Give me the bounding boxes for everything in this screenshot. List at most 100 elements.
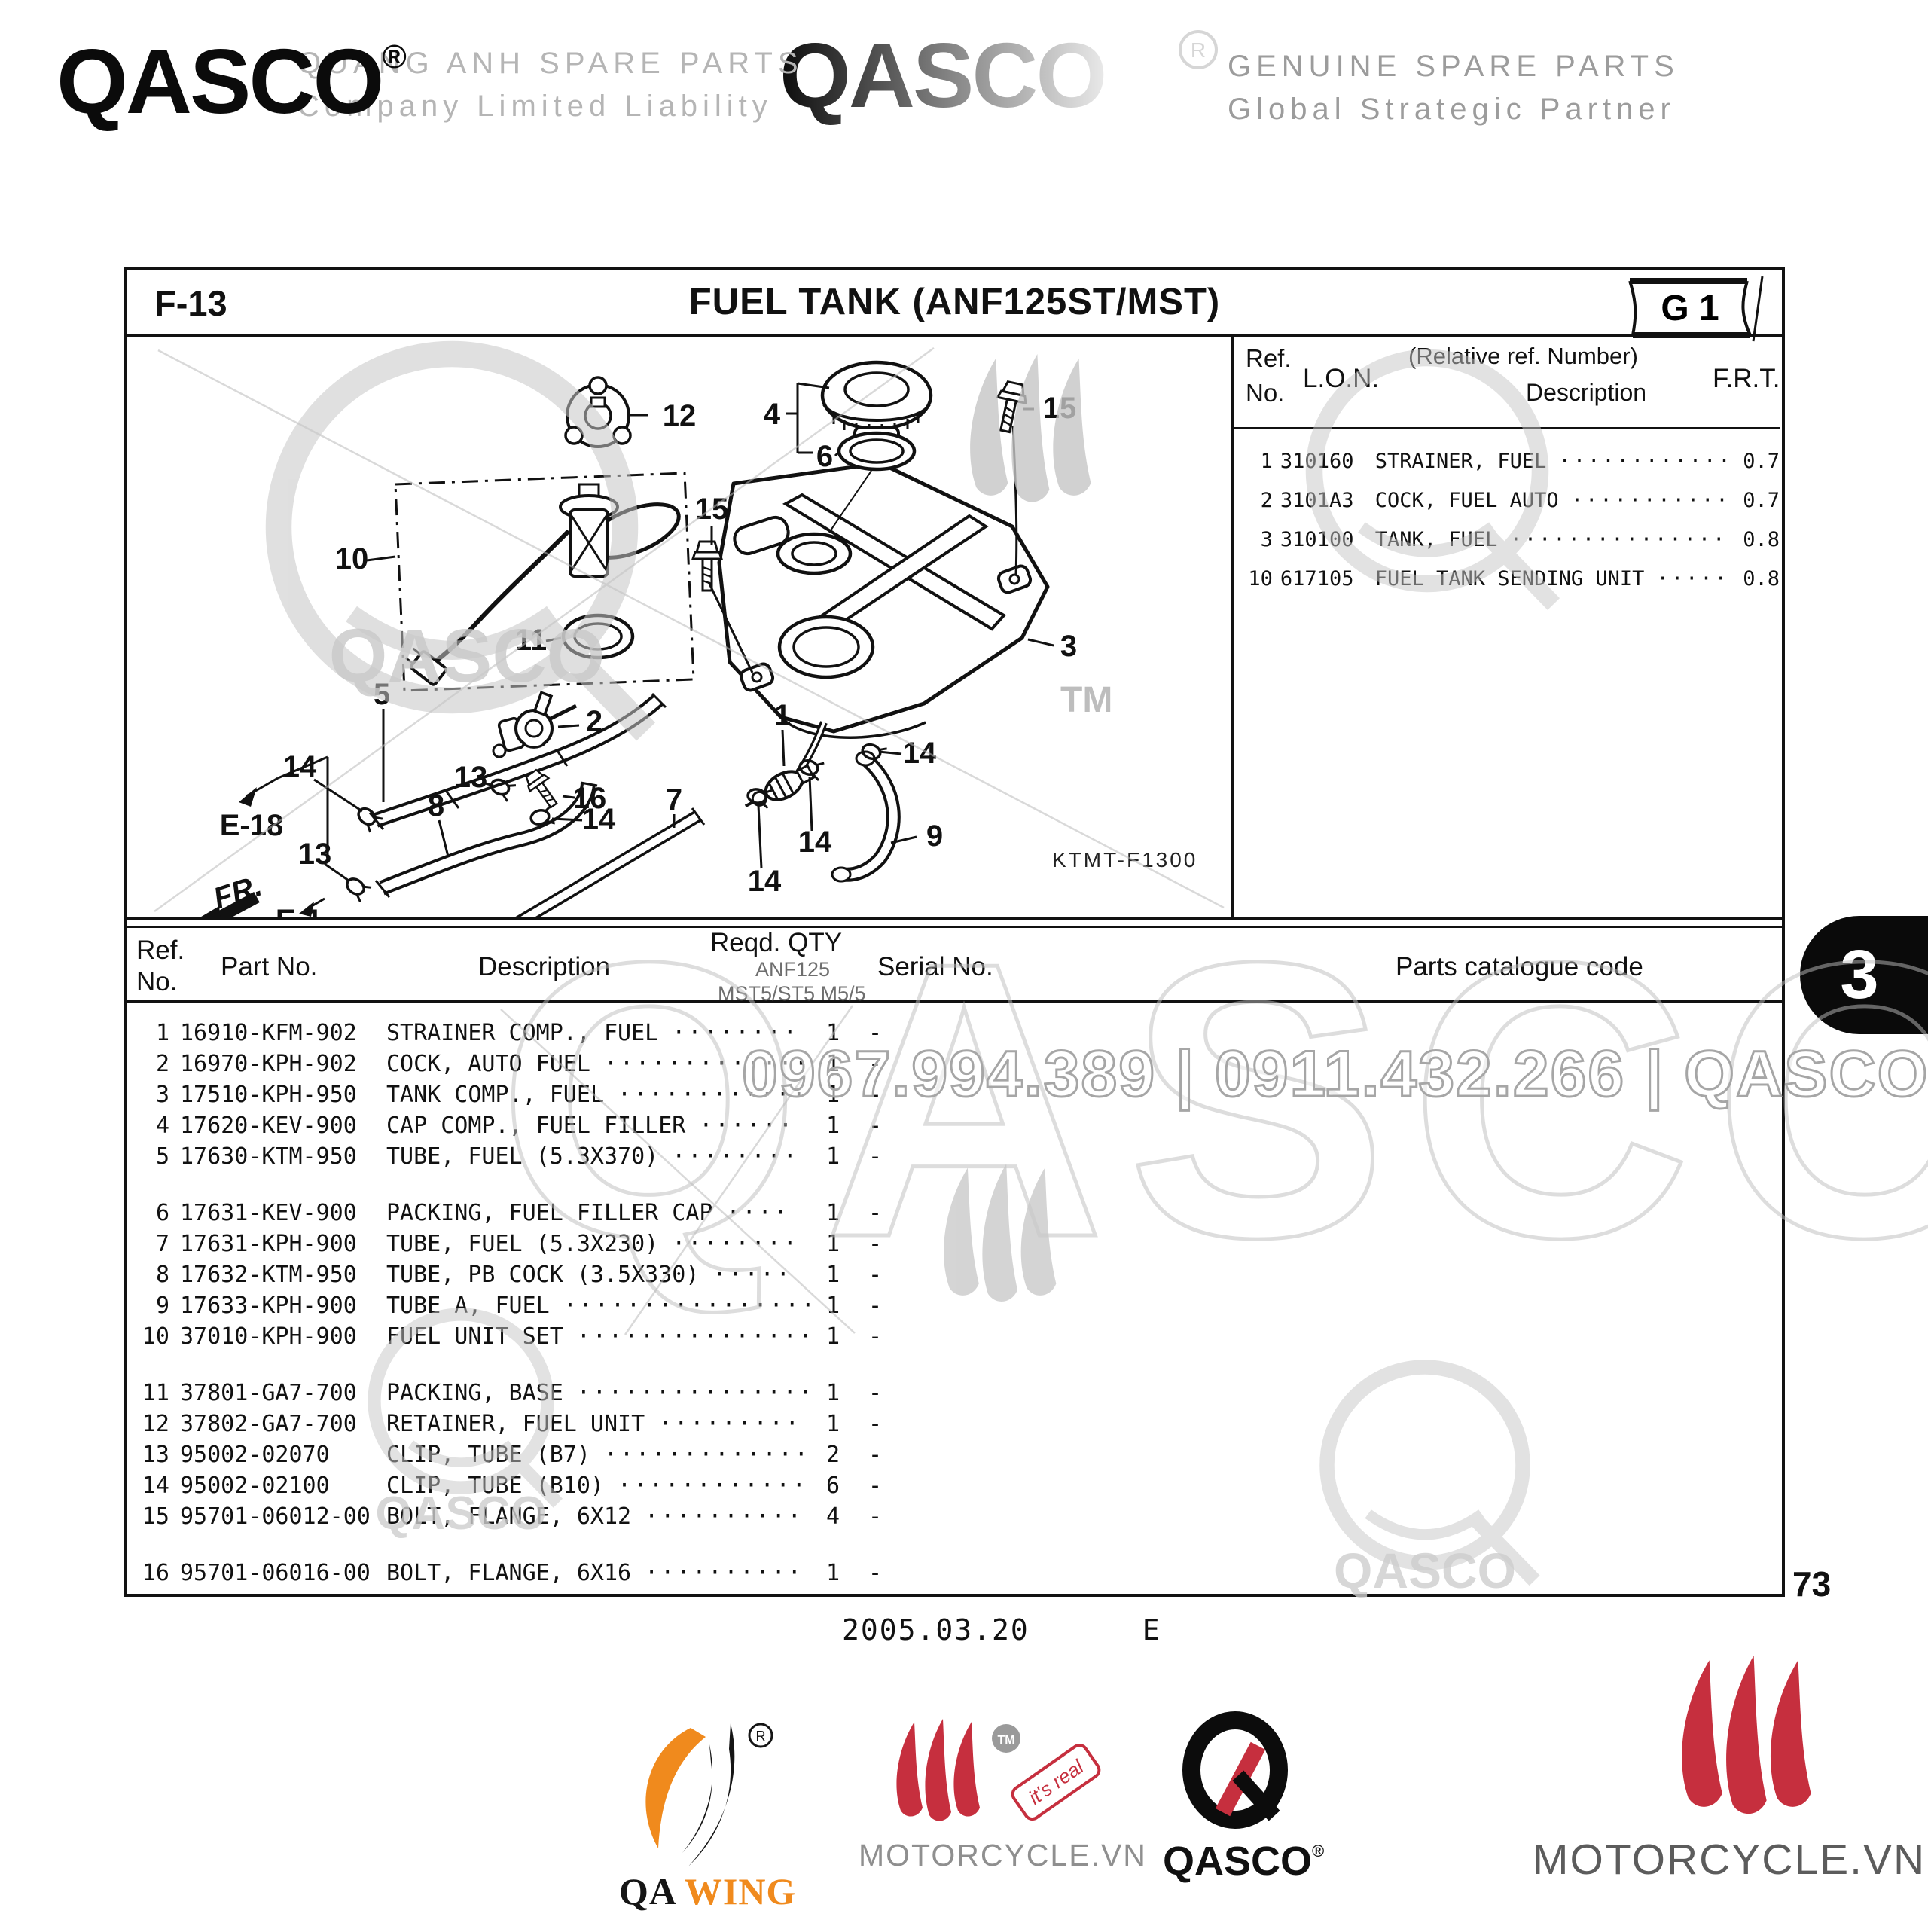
cell-desc-text: CAP COMP., FUEL FILLER: [386, 1113, 686, 1139]
cell-serial: -: [868, 1442, 883, 1468]
motorcycle-vn-wordmark: MOTORCYCLE.VN: [859, 1838, 1147, 1872]
cell-part: 17620-KEV-900: [180, 1113, 357, 1139]
revision-date: 2005.03.20: [842, 1613, 1030, 1647]
cell-desc: RETAINER, FUEL UNIT ·········: [386, 1411, 813, 1437]
rt-desc: STRAINER, FUEL ···············: [1375, 450, 1730, 473]
cell-serial: -: [868, 1293, 883, 1319]
flame-m-icon: [1682, 1656, 1811, 1814]
table-row: 10 617105 FUEL TANK SENDING UNIT ·······…: [1234, 557, 1780, 596]
genuine-line2: Global Strategic Partner: [1228, 93, 1676, 126]
callout-11: 11: [515, 624, 547, 657]
cell-dots: ··········: [645, 1503, 804, 1530]
rt-lon: 310100: [1280, 528, 1354, 551]
ref-e18: E-18: [220, 809, 284, 842]
callout-6: 6: [816, 440, 833, 473]
pt-header-ref2: No.: [136, 967, 178, 997]
cell-serial: -: [868, 1020, 883, 1046]
pt-header-description: Description: [478, 952, 611, 981]
callout-15b: 15: [695, 493, 729, 526]
cell-part: 95701-06012-00: [180, 1503, 371, 1530]
cell-part: 17633-KPH-900: [180, 1293, 357, 1319]
table-row: 3 310100 TANK, FUEL ··················· …: [1234, 517, 1780, 557]
registered-mark-letter: R: [756, 1729, 766, 1744]
motorcycle-vn-logo-small: TM it's real MOTORCYCLE.VN: [859, 1719, 1146, 1877]
table-row: 2 3101A3 COCK, FUEL AUTO ·············· …: [1234, 478, 1780, 517]
cell-serial: -: [868, 1262, 883, 1288]
cell-desc-text: CLIP, TUBE (B7): [386, 1442, 590, 1468]
packing-base-ring: [561, 613, 635, 660]
registered-mark-icon: [1179, 30, 1218, 69]
rt-desc-text: STRAINER, FUEL: [1374, 450, 1547, 473]
rt-dots: ·······: [1656, 567, 1730, 591]
callout-7: 7: [666, 783, 682, 816]
qasco-q-tail: [1232, 1770, 1280, 1821]
registered-mark: ®: [382, 38, 407, 75]
block-code-badge: G 1: [1621, 272, 1771, 348]
cell-part: 37010-KPH-900: [180, 1323, 357, 1350]
cell-qty: 1: [825, 1113, 840, 1139]
parts-table-header: Ref. No. Part No. Description Reqd. QTY …: [124, 926, 1785, 1005]
tm-text: TM: [997, 1734, 1014, 1747]
qa-wing-logo: R QA WING: [619, 1719, 795, 1912]
rt-desc-text: FUEL TANK SENDING UNIT: [1374, 567, 1645, 591]
table-row: 9 17633-KPH-900 TUBE A, FUEL ·············…: [127, 1293, 1782, 1323]
cell-dots: ·····: [712, 1262, 792, 1288]
registered-mark-icon: [748, 1723, 773, 1748]
rt-desc: TANK, FUEL ···················: [1375, 528, 1730, 551]
callout-5: 5: [374, 678, 390, 711]
genuine-line1: GENUINE SPARE PARTS: [1228, 50, 1679, 83]
its-real-stamp: it's real: [1011, 1744, 1101, 1821]
cell-desc-text: PACKING, BASE: [386, 1380, 563, 1406]
cell-desc: TUBE, FUEL (5.3X370) ········: [386, 1143, 813, 1170]
cell-dots: ········: [672, 1143, 799, 1170]
callout-13a: 13: [298, 838, 332, 871]
rt-header-lon: L.O.N.: [1303, 364, 1380, 393]
callout-1: 1: [774, 699, 791, 732]
cell-desc: TUBE A, FUEL ················: [386, 1293, 813, 1319]
cell-desc-text: PACKING, FUEL FILLER CAP: [386, 1200, 713, 1226]
rt-frt: 0.7: [1743, 489, 1780, 512]
cell-desc-text: FUEL UNIT SET: [386, 1323, 563, 1350]
rt-lon: 310160: [1280, 450, 1354, 473]
rt-header-description: Description: [1526, 379, 1647, 406]
callout-9: 9: [926, 819, 943, 853]
cell-part: 17631-KPH-900: [180, 1231, 357, 1257]
rt-dots: ···················: [1509, 528, 1731, 551]
cell-qty: 2: [825, 1442, 840, 1468]
cell-desc: BOLT, FLANGE, 6X12 ··········: [386, 1503, 813, 1530]
cell-qty: 1: [825, 1293, 840, 1319]
cell-part: 17630-KTM-950: [180, 1143, 357, 1170]
cell-part: 37802-GA7-700: [180, 1411, 357, 1437]
cell-ref: 9: [155, 1293, 169, 1319]
company-line1: QUANG ANH SPARE PARTS: [297, 47, 804, 80]
flange-bolt-15b: [691, 540, 723, 592]
rt-desc: COCK, FUEL AUTO ··············: [1375, 489, 1730, 512]
cell-dots: ···············: [576, 1323, 813, 1350]
cell-part: 37801-GA7-700: [180, 1380, 357, 1406]
rt-frt: 0.8: [1743, 567, 1780, 591]
fuel-tube-5: [368, 692, 667, 830]
cell-ref: 1: [155, 1020, 169, 1046]
cell-desc-text: TUBE, FUEL (5.3X230): [386, 1231, 659, 1257]
cell-dots: ············: [618, 1082, 808, 1108]
rt-lon: 3101A3: [1280, 489, 1354, 512]
cell-desc: CLIP, TUBE (B7) ·············: [386, 1442, 813, 1468]
cell-desc: FUEL UNIT SET ···············: [386, 1323, 813, 1350]
cell-part: 95002-02070: [180, 1442, 330, 1468]
callout-2: 2: [586, 705, 602, 738]
ref-e1: E-1: [276, 904, 322, 919]
cell-dots: ·············: [604, 1442, 810, 1468]
rt-rows: 1 310160 STRAINER, FUEL ··············· …: [1234, 439, 1780, 596]
cell-dots: ···············: [576, 1380, 813, 1406]
cell-qty: 1: [825, 1143, 840, 1170]
cell-serial: -: [868, 1380, 883, 1406]
cell-serial: -: [868, 1323, 883, 1350]
cell-desc-text: BOLT, FLANGE, 6X12: [386, 1503, 632, 1530]
cell-qty: 1: [825, 1051, 840, 1077]
cell-serial: -: [868, 1200, 883, 1226]
